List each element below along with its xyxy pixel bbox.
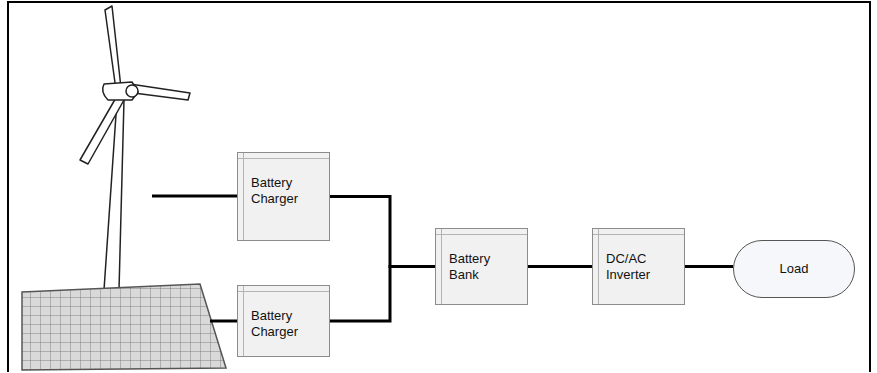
load-capsule: Load [733,240,855,298]
wind-turbine [80,6,190,290]
frame [8,2,870,372]
solar-panel [22,284,226,370]
connector [528,266,592,267]
node-label: Load [780,261,809,277]
node-label: DC/AC Inverter [606,251,676,283]
connector [685,266,733,267]
connector [330,267,435,322]
node-label: Battery Bank [449,251,519,283]
node-label: Battery Charger [251,175,321,207]
connector [330,197,435,267]
node-label: Battery Charger [251,308,321,340]
charger-box: Battery Charger [237,285,330,357]
charger-box: Battery Charger [237,152,330,241]
battery-bank-box: Battery Bank [435,228,528,305]
wire [152,195,237,198]
inverter-box: DC/AC Inverter [592,228,685,305]
wire [210,320,237,323]
